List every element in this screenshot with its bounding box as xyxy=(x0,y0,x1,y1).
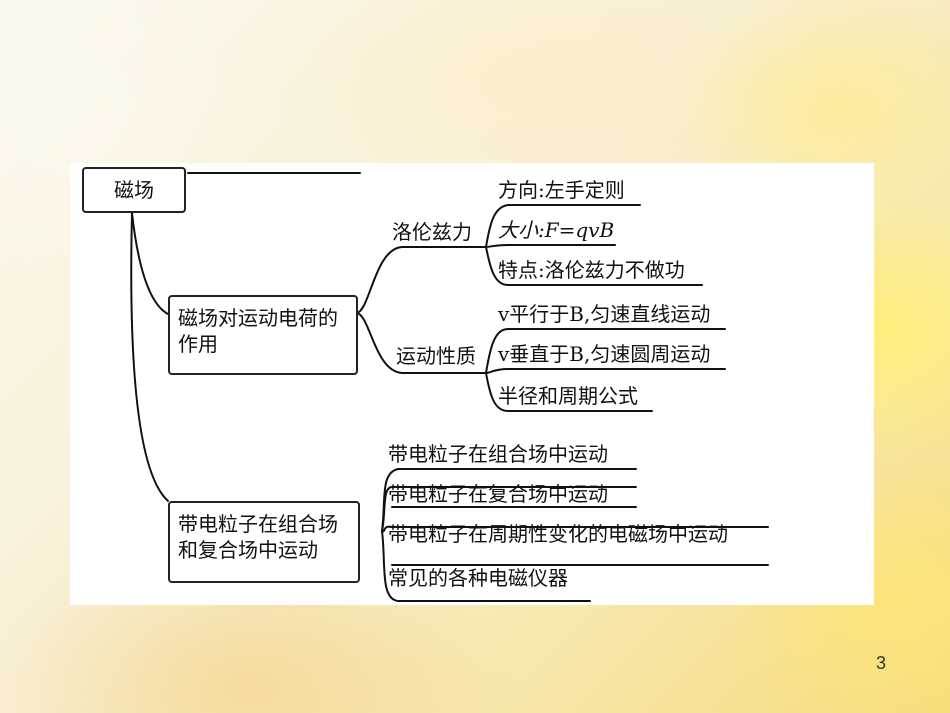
link-motion-to-lorentz xyxy=(355,246,487,314)
motion-item-parallel: v平行于B,匀速直线运动 xyxy=(498,302,711,326)
motion-item-formula: 半径和周期公式 xyxy=(498,384,638,408)
connector-lines xyxy=(130,172,769,602)
motion-label: 运动性质 xyxy=(396,344,476,368)
link-motion-to-kinematics xyxy=(355,312,487,374)
branch-motion-node: 磁场对运动电荷的作用 xyxy=(168,295,358,375)
link-lorentz-item-3 xyxy=(485,246,703,286)
motion-item-perpendicular: v垂直于B,匀速圆周运动 xyxy=(498,342,711,366)
field-item-periodic: 带电粒子在周期性变化的电磁场中运动 xyxy=(388,522,728,546)
branch-field-node: 带电粒子在组合场和复合场中运动 xyxy=(168,501,360,583)
field-item-instruments: 常见的各种电磁仪器 xyxy=(388,566,568,590)
branch-field-label: 带电粒子在组合场和复合场中运动 xyxy=(178,512,338,562)
lorentz-label: 洛伦兹力 xyxy=(392,220,472,244)
link-field-item-2 xyxy=(381,486,637,532)
link-lorentz-item-2 xyxy=(485,244,616,248)
link-motion-item-3 xyxy=(485,372,653,412)
mind-map-panel: 磁场 磁场对运动电荷的作用 洛伦兹力 方向:左手定则 大小:F=qvB 特点:洛… xyxy=(70,163,874,605)
lorentz-item-feature: 特点:洛伦兹力不做功 xyxy=(498,258,685,282)
page-number: 3 xyxy=(876,653,887,673)
field-item-combined: 带电粒子在组合场中运动 xyxy=(388,442,608,466)
root-node: 磁场 xyxy=(82,167,186,213)
link-field-item-4 xyxy=(381,530,591,602)
link-motion-item-2 xyxy=(485,368,726,374)
link-root-to-field xyxy=(130,212,169,502)
link-root-to-motion xyxy=(131,212,171,316)
lorentz-item-magnitude: 大小:F=qvB xyxy=(498,218,615,242)
link-motion-item-1 xyxy=(485,328,726,374)
branch-motion-label: 磁场对运动电荷的作用 xyxy=(178,306,338,356)
field-item-composite: 带电粒子在复合场中运动 xyxy=(388,482,608,506)
root-label: 磁场 xyxy=(114,178,154,202)
link-lorentz-item-1 xyxy=(485,204,641,248)
lorentz-item-direction: 方向:左手定则 xyxy=(498,178,625,202)
